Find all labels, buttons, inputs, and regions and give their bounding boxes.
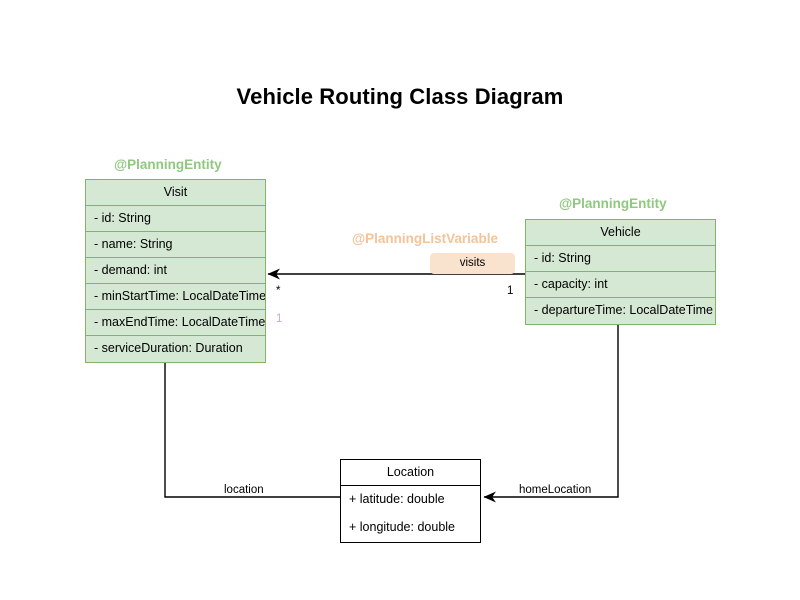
class-name-location: Location [341,460,480,486]
multiplicity-visit-many: * [276,285,281,297]
edge-label-visits: visits [430,253,515,274]
class-attribute: + latitude: double [349,492,445,506]
stereotype-planning-entity-vehicle: @PlanningEntity [559,196,667,211]
class-box-location[interactable]: Location + latitude: double + longitude:… [340,459,481,543]
class-name-vehicle: Vehicle [526,220,715,246]
class-attribute: + longitude: double [349,520,455,534]
page-title: Vehicle Routing Class Diagram [236,84,564,109]
class-name-visit: Visit [86,180,265,206]
class-attribute: - serviceDuration: Duration [94,341,243,355]
class-attribute: - demand: int [86,258,265,284]
class-attribute: - id: String [526,246,715,272]
stereotype-planning-entity-visit: @PlanningEntity [114,157,222,172]
multiplicity-vehicle-one: 1 [507,285,514,297]
stereotype-planning-list-variable: @PlanningListVariable [352,231,498,246]
class-attribute: - id: String [86,206,265,232]
class-attribute: - minStartTime: LocalDateTime [86,284,265,310]
class-box-visit[interactable]: Visit - id: String - name: String - dema… [85,179,266,363]
edge-label-location: location [224,484,264,496]
class-box-vehicle[interactable]: Vehicle - id: String - capacity: int - d… [525,219,716,325]
multiplicity-visit-one: 1 [276,313,283,325]
class-attribute: - name: String [86,232,265,258]
class-attribute: - capacity: int [526,272,715,298]
edge-vehicle-home-location [483,322,619,503]
class-attribute: - maxEndTime: LocalDateTime [86,310,265,336]
class-attribute: - departureTime: LocalDateTime [534,303,714,317]
edge-label-home-location: homeLocation [519,484,592,496]
